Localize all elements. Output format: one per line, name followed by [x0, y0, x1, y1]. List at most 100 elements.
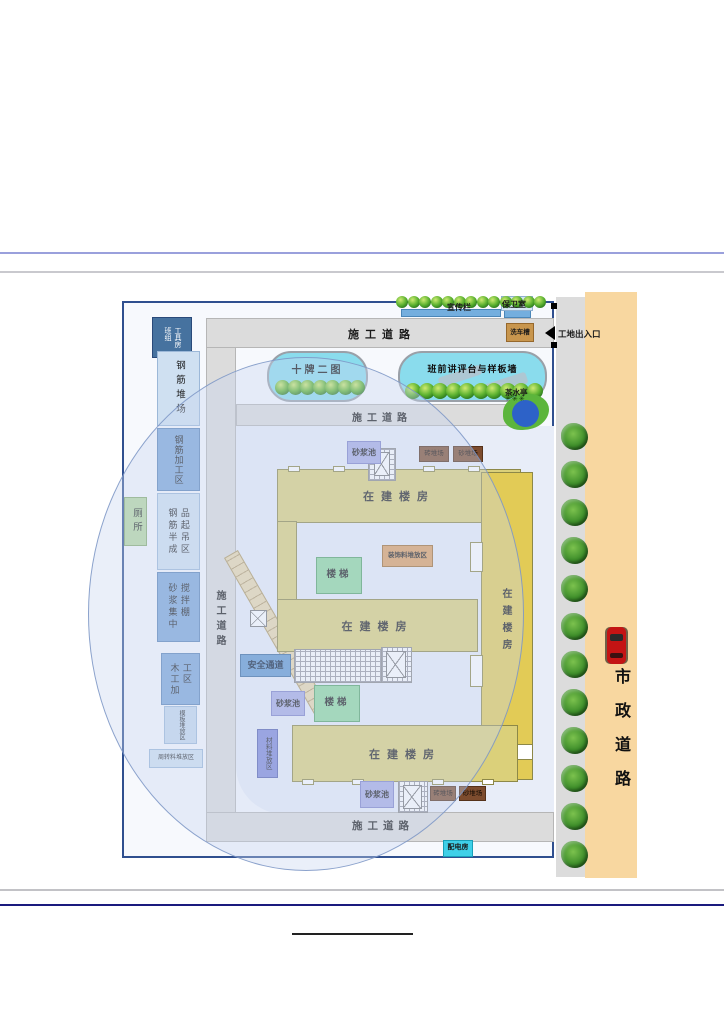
tree-icon	[275, 380, 290, 395]
brick-pile-label: 砖堆场	[433, 789, 453, 797]
wing-opening	[470, 542, 483, 572]
island-briefing-label: 班前讲评台与样板墙	[427, 364, 518, 374]
municipal-road	[585, 292, 637, 878]
tree-icon	[511, 296, 523, 308]
carpentry-label: 工区	[181, 662, 192, 685]
tree-icon	[486, 383, 502, 399]
entrance-arrow-icon	[545, 326, 555, 340]
mortar-pool-2: 砂浆池	[271, 691, 305, 716]
road-bottom	[206, 812, 554, 842]
tree-icon	[499, 383, 516, 399]
tree-icon	[561, 727, 588, 754]
scaffold-strip	[294, 649, 384, 683]
caption-underline	[292, 933, 413, 935]
boundary-marker-1	[551, 303, 557, 309]
guard-room-label: 保卫室	[502, 300, 526, 309]
tree-icon	[459, 383, 475, 399]
tree-icon	[561, 423, 588, 450]
tree-icon	[561, 841, 588, 868]
rebar-yard: 钢筋堆场	[157, 351, 200, 426]
tree-icon	[325, 380, 340, 395]
tree-icon	[522, 296, 535, 308]
tree-icon	[419, 296, 431, 308]
material-stacking-area: 材料堆放区	[257, 729, 278, 778]
power-room-label: 配电房	[447, 844, 469, 852]
toilet: 厕所	[124, 497, 147, 546]
page-bottom-rule-1	[0, 889, 724, 891]
balcony-notch	[482, 779, 494, 785]
building-1-label: 在建楼房	[363, 491, 435, 503]
bulletin-label: 宣传栏	[447, 303, 471, 312]
rebar-yard-label: 钢筋堆场	[173, 359, 185, 418]
semi-finished-hoist-area: 钢筋半成 品起吊区	[157, 493, 200, 570]
road-bottom-label: 施工道路	[352, 820, 414, 832]
tree-icon	[418, 383, 435, 399]
mortar-pool-3: 砂浆池	[360, 781, 394, 808]
building-under-construction-3: 在建楼房	[292, 725, 518, 782]
tree-icon	[561, 575, 588, 602]
car-icon	[607, 627, 626, 664]
building-3-label: 在建楼房	[369, 748, 441, 761]
island-signboards-label: 十牌二图	[291, 365, 344, 376]
tree-icon	[312, 380, 328, 395]
tree-icon	[476, 296, 489, 308]
tree-icon	[499, 296, 512, 308]
tree-icon	[472, 383, 489, 399]
wash-trough: 洗车槽	[506, 323, 534, 342]
road-top-label: 施工道路	[348, 329, 416, 341]
building-right-wing-label: 在建楼房	[500, 588, 511, 656]
tree-icon	[407, 296, 420, 308]
pond-shrubs-icon: ✳✳✳	[505, 396, 526, 403]
tree-icon	[561, 499, 588, 526]
tea-kiosk-label: 茶水亭	[505, 388, 528, 397]
power-distribution-room: 配电房	[443, 840, 473, 857]
decoration-material-area: 装饰料堆放区	[382, 545, 433, 567]
mortar-mixing-shed: 砂浆集中 搅拌棚	[157, 572, 200, 642]
road-left	[206, 347, 236, 816]
turnover-label: 周转料堆放区	[157, 755, 194, 762]
tree-icon	[534, 296, 546, 308]
tree-icon	[561, 537, 588, 564]
sand-pile-label: 砂堆场	[462, 789, 483, 797]
stairs-label: 楼梯	[326, 569, 352, 581]
balcony-notch	[302, 779, 314, 785]
tree-icon	[432, 383, 448, 399]
pond-water	[512, 400, 539, 427]
building-2-label: 在建楼房	[341, 620, 414, 633]
bulletin-board-bar	[401, 309, 501, 317]
tree-icon	[561, 651, 588, 678]
sand-pile-label: 砂堆场	[458, 450, 478, 458]
sand-pile-2: 砂堆场	[459, 786, 486, 801]
mortar-mixing-label: 搅拌棚	[179, 583, 190, 619]
formwork-label: 模板堆放区	[177, 710, 184, 740]
building-under-construction-2: 在建楼房	[277, 599, 478, 652]
tree-icon	[396, 296, 408, 308]
tree-icon	[430, 296, 443, 308]
gate-label: 工地出入口	[558, 329, 601, 339]
building-left-wing	[277, 521, 297, 603]
tree-icon	[465, 296, 477, 308]
road-left-label: 施工道路	[214, 590, 225, 650]
road-second-label: 施工道路	[352, 413, 412, 424]
stairs-label: 楼梯	[324, 697, 350, 709]
turnover-material-area: 周转料堆放区	[149, 749, 203, 768]
tree-icon	[488, 296, 500, 308]
brick-pile-2: 砖堆场	[430, 786, 456, 801]
tree-icon	[350, 380, 365, 395]
hoist-shaft	[403, 785, 422, 809]
tree-icon	[287, 380, 303, 395]
sand-pile-1: 砂堆场	[453, 446, 483, 462]
stairs-2: 楼梯	[314, 685, 360, 722]
stairs-1: 楼梯	[316, 557, 362, 594]
tree-icon	[453, 296, 466, 308]
safety-passage: 安全通道	[240, 654, 291, 677]
tree-icon	[442, 296, 454, 308]
mortar-pool-label: 砂浆池	[365, 789, 389, 799]
page-top-rule-2	[0, 271, 724, 273]
semi-finished-label: 品起吊区	[179, 507, 190, 556]
page-top-rule-1	[0, 252, 724, 254]
rebar-processing-area: 钢筋加工区	[157, 428, 200, 491]
tree-icon	[561, 689, 588, 716]
balcony-notch	[288, 466, 300, 472]
car-rear-window	[610, 653, 623, 658]
